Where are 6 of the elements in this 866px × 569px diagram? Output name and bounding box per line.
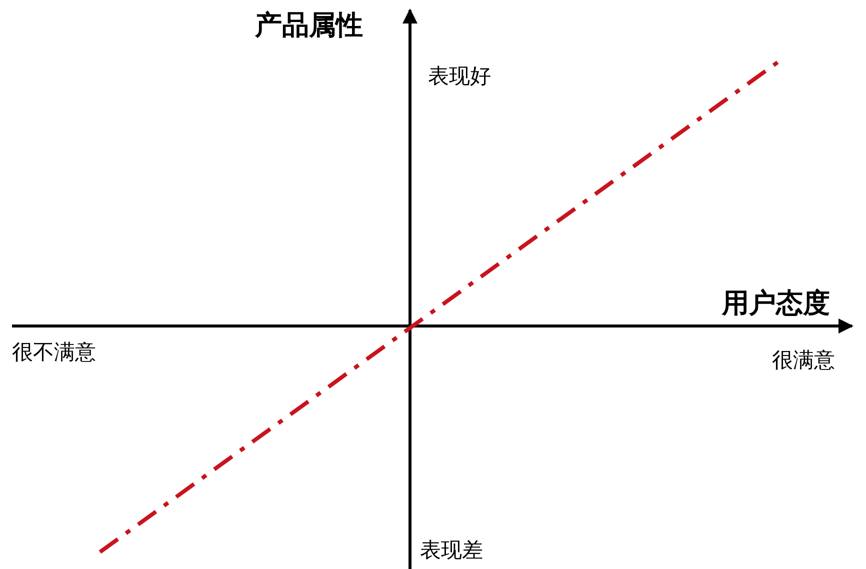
axis-end-label: 很不满意	[12, 342, 96, 363]
axis-end-label: 表现差	[420, 540, 483, 561]
axis-end-label: 很满意	[772, 350, 835, 371]
axis-title: 产品属性	[255, 12, 363, 39]
axis-end-label: 表现好	[428, 66, 491, 87]
axis-title: 用户态度	[722, 290, 830, 317]
